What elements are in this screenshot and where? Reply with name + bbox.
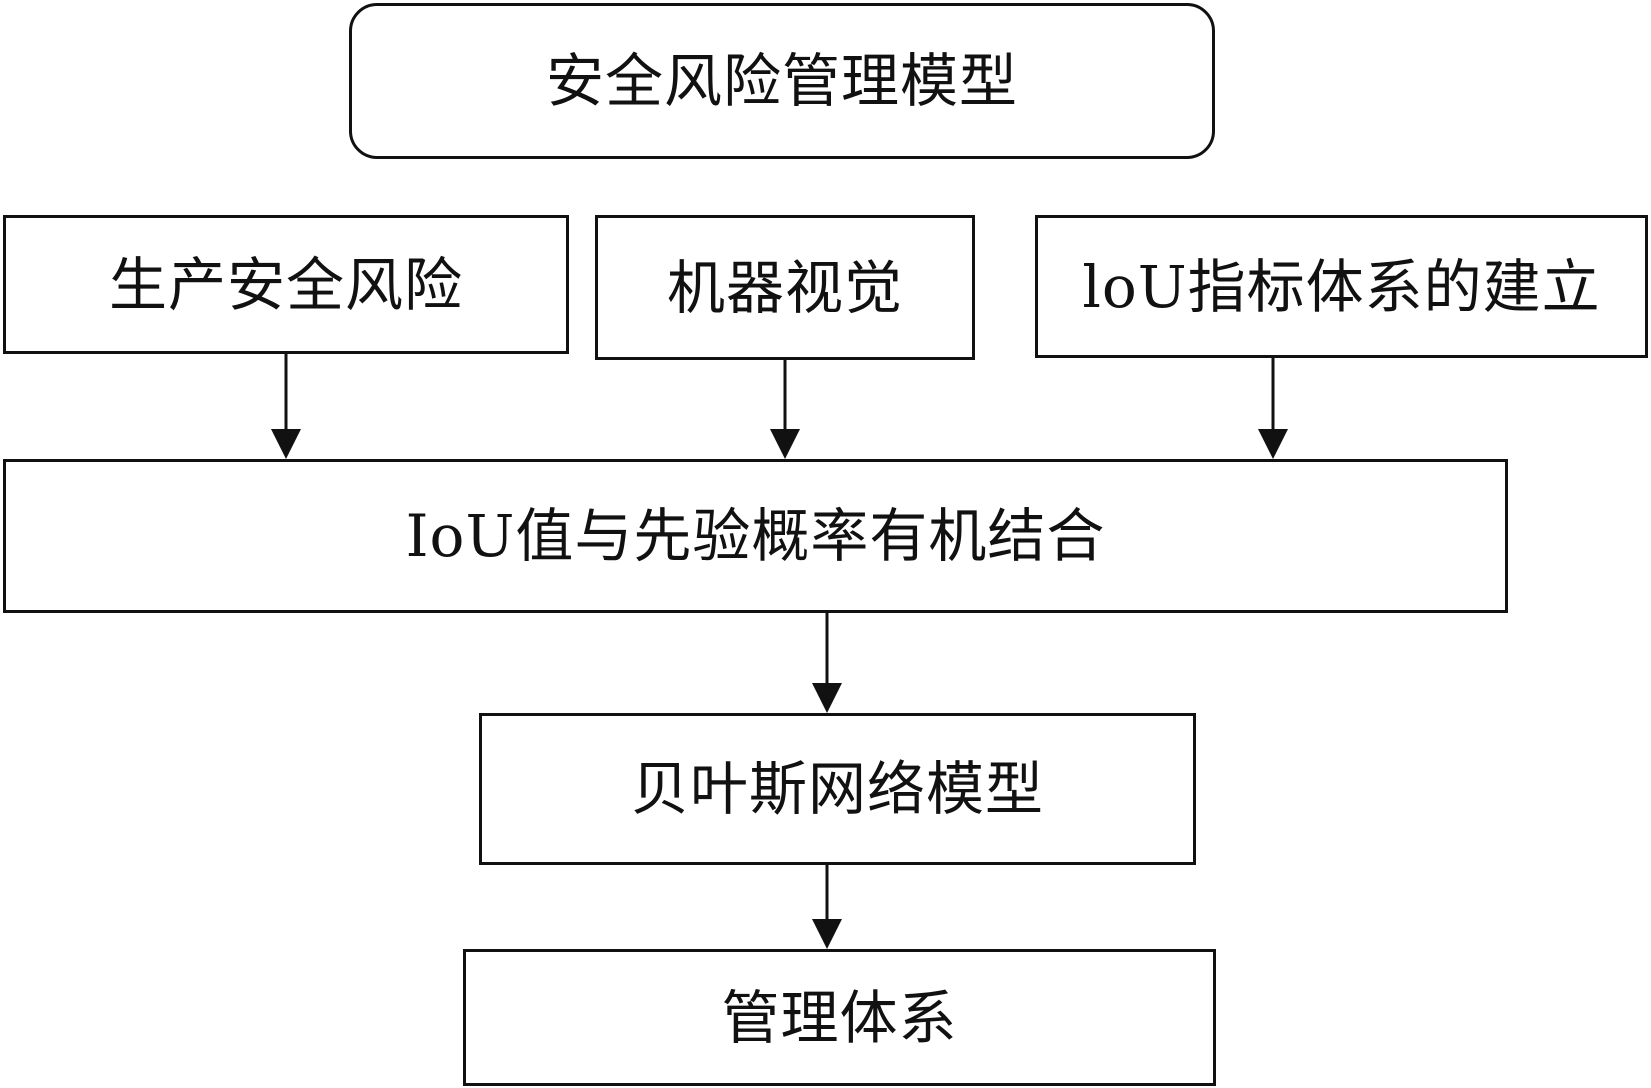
machine-vision-box: 机器视觉 bbox=[595, 215, 975, 360]
iou-prior-combination-box: IoU值与先验概率有机结合 bbox=[3, 459, 1508, 613]
management-system-label: 管理体系 bbox=[721, 983, 958, 1052]
bayesian-network-model-label: 贝叶斯网络模型 bbox=[630, 755, 1044, 823]
production-safety-risk-box: 生产安全风险 bbox=[3, 215, 569, 354]
production-safety-risk-label: 生产安全风险 bbox=[108, 250, 463, 319]
top-model-box: 安全风险管理模型 bbox=[349, 3, 1215, 159]
bayesian-network-model-box: 贝叶斯网络模型 bbox=[479, 713, 1196, 865]
iou-prior-combination-label: IoU值与先验概率有机结合 bbox=[405, 502, 1106, 570]
machine-vision-label: 机器视觉 bbox=[666, 253, 903, 322]
management-system-box: 管理体系 bbox=[463, 949, 1216, 1086]
iou-index-system-label: loU指标体系的建立 bbox=[1082, 252, 1601, 321]
iou-index-system-box: loU指标体系的建立 bbox=[1035, 215, 1648, 358]
top-model-label: 安全风险管理模型 bbox=[545, 47, 1018, 115]
